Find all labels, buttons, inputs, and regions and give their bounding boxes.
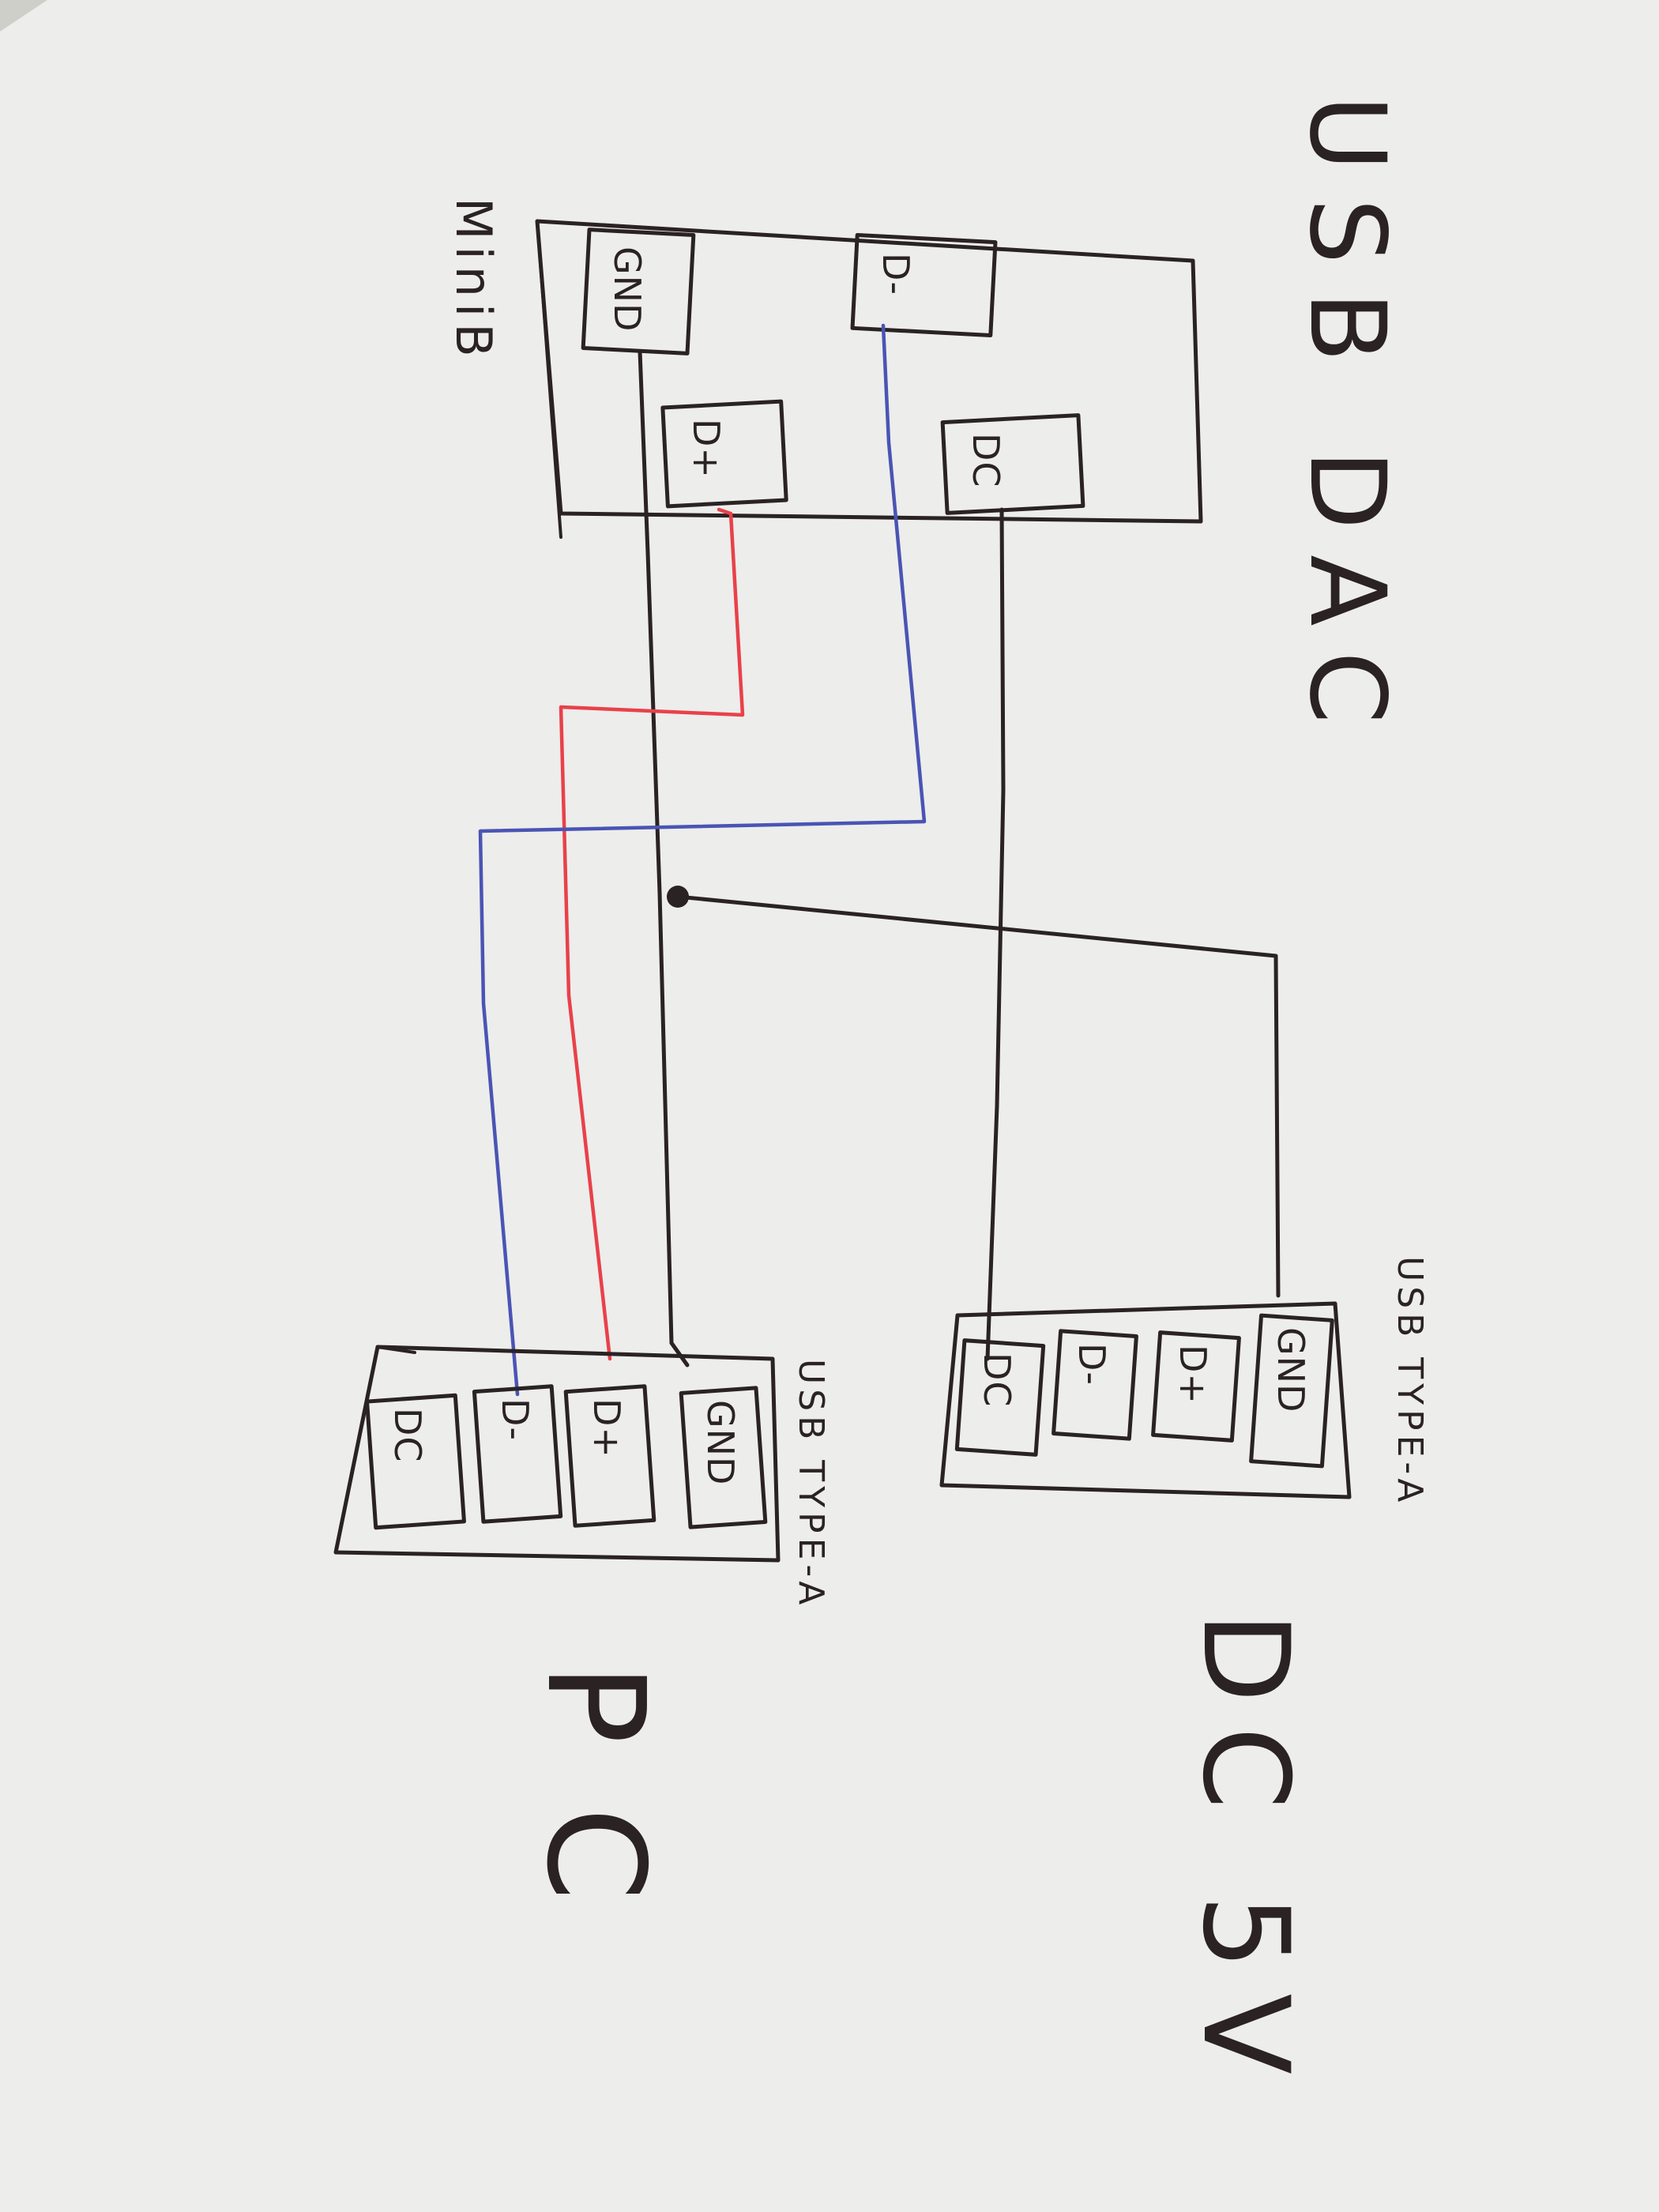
usb-dac-connector-label: MiniB bbox=[445, 198, 502, 363]
dc5v-connector-outline bbox=[939, 1301, 1352, 1499]
pc-pin-gnd: GND bbox=[679, 1386, 768, 1529]
svg-text:D+: D+ bbox=[1172, 1345, 1214, 1405]
gnd-junction-dot bbox=[667, 886, 689, 908]
svg-text:GND: GND bbox=[1270, 1327, 1312, 1413]
pc-usb-connector: GND D+ D- DC USB TYPE-A bbox=[333, 1345, 831, 1609]
svg-text:D+: D+ bbox=[585, 1398, 628, 1458]
dc5v-pin-gnd: GND bbox=[1249, 1313, 1334, 1469]
svg-text:GND: GND bbox=[606, 246, 649, 332]
dc5v-pin-dc: DC bbox=[954, 1338, 1046, 1457]
wire-gnd-dac-to-pc bbox=[638, 349, 690, 1367]
wire-gnd-to-dc5v bbox=[675, 894, 1281, 1298]
svg-text:D-: D- bbox=[875, 253, 917, 295]
dc5v-connector-label: USB TYPE-A bbox=[1390, 1256, 1430, 1507]
pc-title: PC bbox=[517, 1663, 673, 1964]
wire-dc-dac-to-dc5v bbox=[985, 507, 1006, 1361]
svg-text:D-: D- bbox=[494, 1398, 536, 1441]
dc5v-pin-dplus: D+ bbox=[1151, 1330, 1241, 1443]
dc5v-pin-dminus: D- bbox=[1051, 1329, 1138, 1441]
pc-connector-outline bbox=[333, 1345, 781, 1563]
pc-pin-dplus: D+ bbox=[563, 1384, 656, 1528]
wire-dminus-dac-to-pc bbox=[478, 323, 927, 1397]
usb-dac-pin-dplus: D+ bbox=[660, 399, 788, 509]
pc-pin-dc: DC bbox=[365, 1393, 466, 1530]
svg-text:DC: DC bbox=[976, 1352, 1018, 1408]
pc-pin-dminus: D- bbox=[472, 1384, 563, 1524]
svg-text:DC: DC bbox=[965, 433, 1007, 488]
svg-text:D-: D- bbox=[1070, 1343, 1113, 1386]
pc-connector-lip bbox=[376, 1345, 416, 1354]
svg-text:DC: DC bbox=[386, 1408, 429, 1463]
dc5v-usb-connector: GND D+ D- DC USB TYPE-A bbox=[939, 1256, 1430, 1507]
pc-connector-label: USB TYPE-A bbox=[791, 1359, 831, 1609]
dc5v-title: DC 5V bbox=[1176, 1612, 1314, 2098]
usb-dac-connector: GND D- D+ DC MiniB bbox=[445, 198, 1203, 539]
usb-dac-title: USB DAC bbox=[1286, 95, 1408, 750]
svg-text:D+: D+ bbox=[685, 419, 728, 479]
svg-text:GND: GND bbox=[699, 1400, 742, 1485]
usb-dac-pin-dminus: D- bbox=[850, 232, 998, 337]
usb-dac-edge bbox=[536, 220, 562, 539]
wire-dplus-dac-to-pc bbox=[559, 507, 745, 1361]
usb-dac-pin-dc: DC bbox=[940, 413, 1085, 515]
usb-dac-pin-gnd: GND bbox=[581, 228, 696, 356]
